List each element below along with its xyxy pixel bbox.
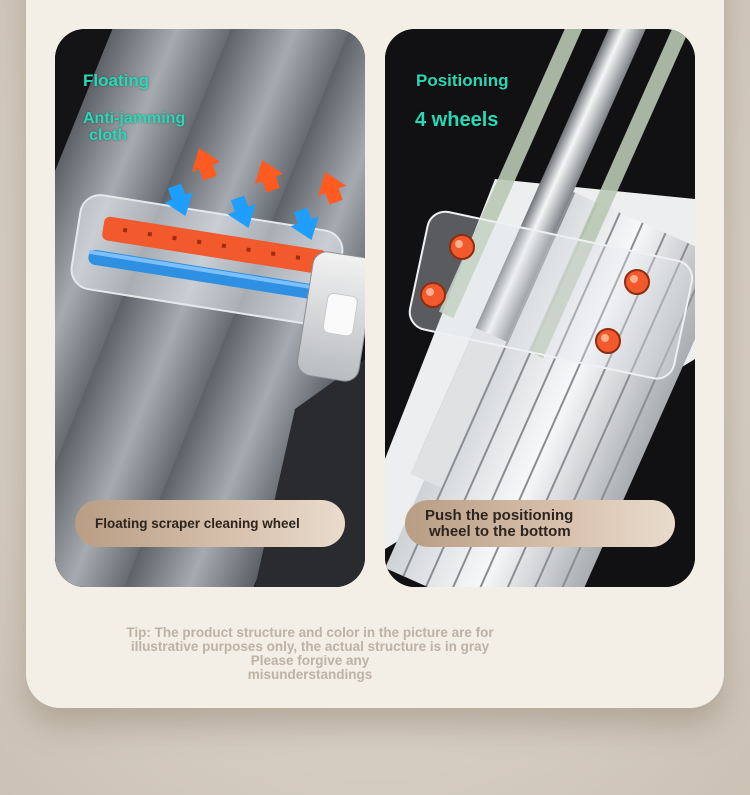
positioning-wheels-panel: Positioning 4 wheels Push the positionin… [385, 29, 695, 587]
anti-jamming-line2: cloth [89, 127, 128, 144]
tip-line4: misunderstandings [247, 667, 373, 682]
four-wheels-heading: 4 wheels [415, 109, 499, 131]
tip-line1: Tip: The product structure and color in … [126, 625, 494, 640]
floating-scraper-caption-text: Floating scraper cleaning wheel [95, 516, 300, 531]
anti-jamming-line1: Anti-jamming [83, 110, 186, 127]
push-wheel-caption-line2: wheel to the bottom [429, 522, 571, 540]
push-wheel-caption-line1: Push the positioning [425, 506, 574, 524]
positioning-heading: Positioning [416, 71, 509, 90]
push-wheel-caption: Push the positioning wheel to the bottom [405, 500, 675, 547]
disclaimer-tip: Tip: The product structure and color in … [90, 626, 530, 682]
tip-line3: Please forgive any [250, 653, 370, 668]
floating-scraper-caption: Floating scraper cleaning wheel [75, 500, 345, 547]
mop-head-illustration [385, 29, 695, 587]
tip-line2: illustrative purposes only, the actual s… [130, 639, 490, 654]
down-arrow-icon [164, 183, 319, 241]
anti-jamming-heading: Anti-jamming cloth [83, 110, 185, 144]
floating-heading: Floating [83, 71, 150, 90]
floating-cloth-panel: Floating Anti-jamming cloth Floating scr… [55, 29, 365, 587]
up-arrow-icon [191, 148, 347, 205]
